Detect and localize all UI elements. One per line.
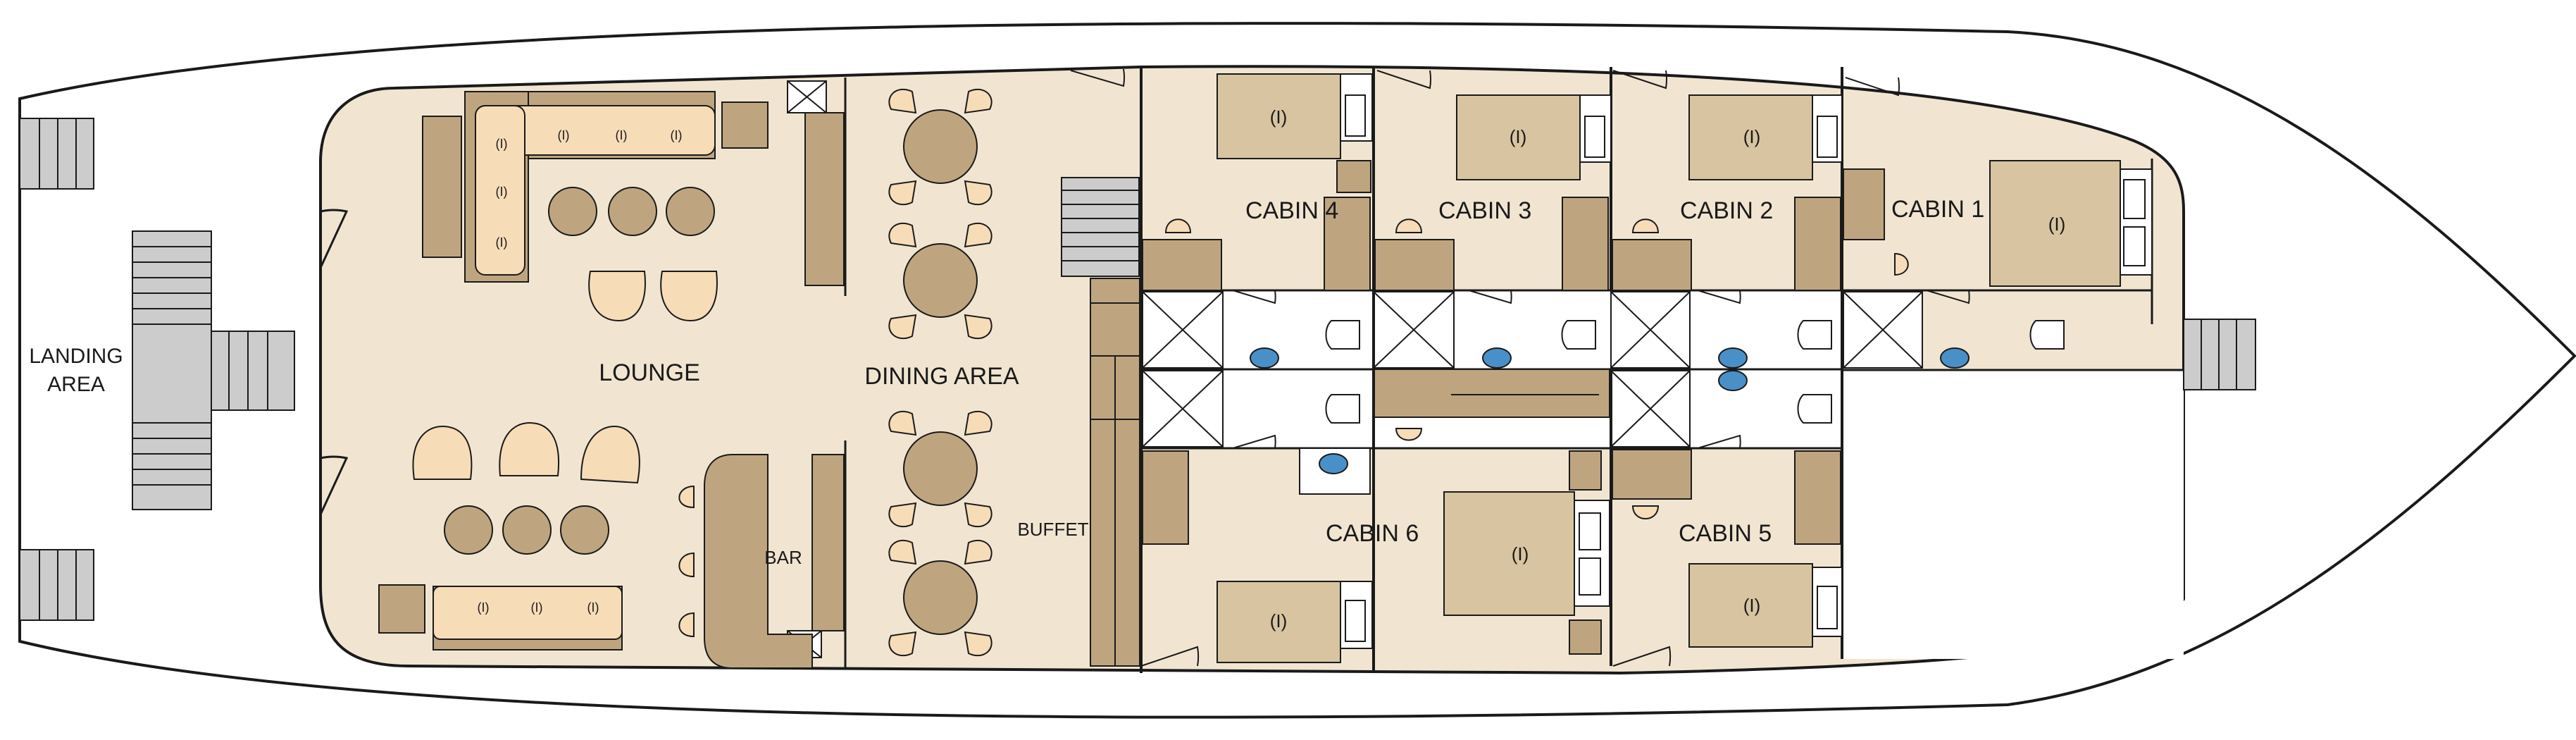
toilet-icon [1561,320,1596,350]
lounge-sofa-seat-mark: (I) [616,128,628,142]
lounge-table [502,505,552,555]
stair-landing-top [19,118,94,190]
toilet-icon [1797,320,1832,350]
cabin-1-bed-mark: (I) [2048,214,2066,235]
cabin-1-label: CABIN 1 [1891,196,1984,223]
toilet-icon [2029,320,2065,350]
toilet-icon [1797,394,1832,424]
lounge-door-bottom [319,455,349,515]
sink-icon [1718,370,1748,391]
cabin-door [1468,290,1512,304]
cabin-5-label: CABIN 5 [1679,520,1772,547]
dining-door [1070,68,1126,87]
lounge-table [548,187,597,236]
cabin-5 [1612,449,1843,648]
lounge-label: LOUNGE [599,359,700,386]
cabin-3-label: CABIN 3 [1438,197,1531,224]
bow-service-area [1842,370,2184,659]
lounge-armchair [588,271,646,322]
cabin-corridor-seg [1373,369,1610,418]
corridor-shaft [1373,291,1455,369]
corridor-shaft [1142,291,1224,369]
cabin-4 [1142,73,1373,291]
bar-counter [704,454,813,669]
landing-area-label: LANDING [29,345,123,368]
lounge-divider-top [804,112,845,286]
toilet-icon [1325,394,1360,424]
stair-buffet [1061,177,1140,277]
cabin-3 [1374,94,1612,291]
bar-label: BAR [764,547,802,568]
bar-stool [678,552,695,578]
lounge-door-top [319,209,349,269]
lounge-sofa-seat-mark: (I) [496,137,508,151]
cabin-door [1612,70,1668,90]
lounge-armchair [412,425,473,480]
cabin-door [1612,646,1672,667]
dining-table-set [888,539,993,657]
bar-stool [678,612,695,638]
cabin-door [1697,434,1741,449]
lounge-table [666,187,715,236]
landing-area-label: AREA [47,373,105,396]
cabin-5-bed-mark: (I) [1743,595,1761,616]
buffet-label: BUFFET [1017,519,1088,540]
cabin-6-bed-mark: (I) [1270,610,1288,631]
cabin-3-bed-mark: (I) [1510,126,1527,147]
corridor-shaft [1142,370,1224,448]
dining-area-label: DINING AREA [864,363,1019,390]
cabin-6 [1142,428,1610,663]
dining-table-set [888,88,993,206]
lounge-armchair [580,425,640,484]
lounge-sofa-seat-mark: (I) [558,128,570,142]
lounge-sofa-seat-mark: (I) [671,128,683,142]
cabin-door [1140,646,1200,667]
bar-stool [678,485,695,509]
corridor-shaft [1610,370,1691,448]
sink-icon [1718,347,1748,369]
sink-icon [1250,347,1279,369]
bar-counter-right [811,454,845,631]
corridor-shaft [1610,291,1691,369]
dining-table-set [888,410,993,528]
lounge-sofa-seat-mark: (I) [478,600,490,615]
lounge-sofa-seat-mark: (I) [587,600,599,615]
cabin-2-bed-mark: (I) [1743,126,1761,147]
lounge-sofa-seat-mark: (I) [496,235,508,249]
corridor-shaft [1843,291,1923,369]
sink-icon [1319,453,1348,474]
lounge-sofa-bottom [378,584,623,650]
lounge-sofa-top [422,91,769,283]
stair-bow [2183,319,2256,390]
lounge-armchair [499,421,560,476]
toilet-icon [1325,320,1360,350]
lounge-table [560,505,609,555]
cabin-4-bed-mark: (I) [1270,106,1288,128]
stair-landing-bottom [19,549,94,621]
cabin-door [1926,290,1970,304]
lounge-table [444,505,493,555]
dining-table-set [888,222,993,340]
cabin-2-label: CABIN 2 [1680,197,1773,224]
cabin-door [1232,434,1276,449]
lounge-armchair [660,271,718,322]
cabin-6-label: CABIN 6 [1326,520,1419,547]
lounge-table [608,187,657,236]
sink-icon [1482,347,1512,369]
cabin-door [1845,77,1900,97]
lounge-sofa-seat-mark: (I) [496,185,508,199]
cabin-2 [1612,94,1843,291]
cabin-door [1697,290,1741,304]
stair-landing-cross [132,230,295,510]
cabin-door [1232,290,1276,304]
cabin-1 [1843,160,2153,287]
cabin-6-bed-mark: (I) [1512,543,1529,565]
sink-icon [1940,347,1970,369]
cabin-door [1376,70,1432,90]
cabin-4-label: CABIN 4 [1245,197,1338,224]
lounge-sofa-seat-mark: (I) [531,600,543,615]
service-hatch [787,80,827,113]
